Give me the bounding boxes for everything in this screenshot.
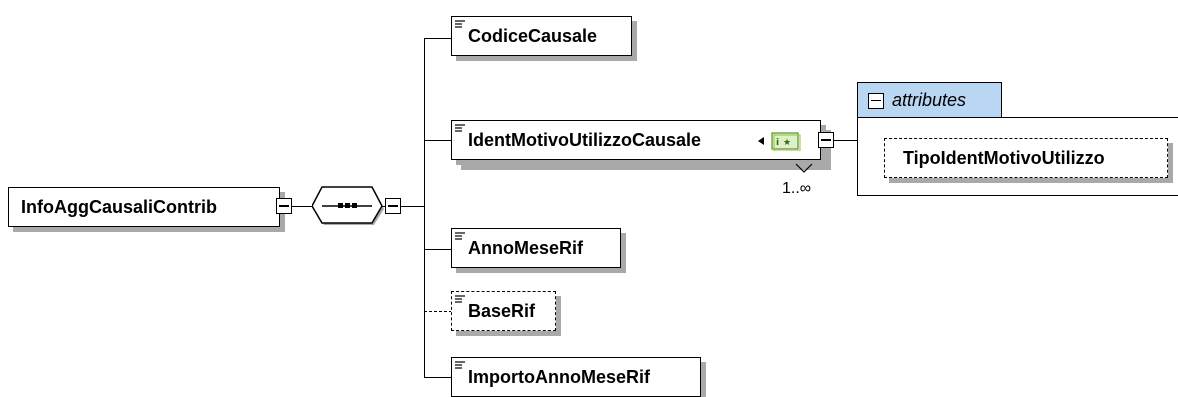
documentation-icon: [455, 361, 465, 369]
connector-to-attributes: [834, 140, 858, 141]
root-element-node[interactable]: InfoAggCausaliContrib: [8, 187, 280, 227]
root-collapse-toggle[interactable]: [276, 198, 292, 214]
root-element-label: InfoAggCausaliContrib: [21, 196, 217, 217]
connector-baserif: [424, 311, 452, 312]
connector-root-to-sequence: [292, 206, 314, 207]
svg-text:i: i: [776, 138, 779, 148]
connector-identmotivo: [424, 140, 452, 141]
documentation-icon: [455, 232, 465, 240]
documentation-icon: [455, 295, 465, 303]
attributes-tab[interactable]: attributes: [857, 82, 1002, 118]
element-identmotivoutilizzocausale[interactable]: IdentMotivoUtilizzoCausale i ★: [451, 120, 821, 160]
occurrence-label: 1..∞: [782, 180, 812, 197]
element-label: AnnoMeseRif: [468, 237, 584, 258]
element-annomeserif[interactable]: AnnoMeseRif: [451, 228, 621, 268]
svg-text:★: ★: [783, 138, 791, 148]
sequence-collapse-toggle[interactable]: [385, 198, 401, 214]
children-trunk-line: [424, 38, 425, 378]
occurrence-bracket-icon: [795, 163, 813, 173]
attributes-collapse-toggle[interactable]: [868, 92, 884, 109]
element-importoannomeserif[interactable]: ImportoAnnoMeseRif: [451, 357, 701, 397]
element-label: IdentMotivoUtilizzoCausale: [468, 129, 702, 150]
identmotivo-collapse-toggle[interactable]: [818, 132, 834, 148]
element-label: BaseRif: [468, 300, 536, 321]
documentation-icon: [455, 124, 465, 132]
attributes-title: attributes: [892, 90, 967, 110]
attribute-tipoidentmotivoutilizzo[interactable]: TipoIdentMotivoUtilizzo: [884, 138, 1168, 178]
connector-codicecausale: [424, 38, 452, 39]
connector-sequence-to-toggle: [382, 206, 386, 207]
documentation-icon: [455, 20, 465, 28]
connector-annomeserif: [424, 249, 452, 250]
simple-type-icon: i ★: [758, 132, 801, 151]
attribute-label: TipoIdentMotivoUtilizzo: [903, 147, 1105, 168]
element-label: ImportoAnnoMeseRif: [468, 366, 650, 387]
element-label: CodiceCausale: [468, 25, 598, 46]
connector-importoannomeserif: [424, 377, 452, 378]
element-codicecausale[interactable]: CodiceCausale: [451, 16, 632, 56]
sequence-compositor-icon: [312, 186, 384, 225]
connector-toggle-to-trunk: [401, 206, 425, 207]
element-baserif[interactable]: BaseRif: [451, 291, 556, 331]
